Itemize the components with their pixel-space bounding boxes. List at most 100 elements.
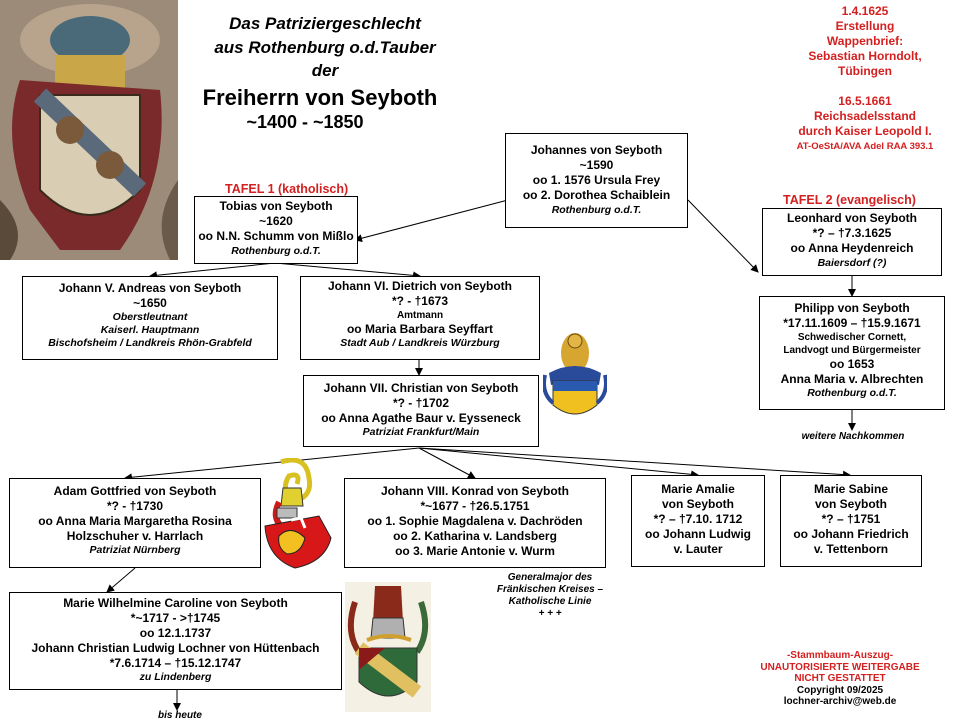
info-line-3: Wappenbrief: <box>826 34 904 48</box>
person-rank-2: Kaiserl. Hauptmann <box>100 324 200 336</box>
person-place: Stadt Aub / Landkreis Würzburg <box>340 337 500 349</box>
connector-johannes-leonhard <box>687 199 759 273</box>
person-spouse-date: *7.6.1714 – †15.12.1747 <box>109 656 242 670</box>
person-marriage-1: oo Johann Friedrich <box>793 527 909 541</box>
person-box-christian: Johann VII. Christian von Seyboth *? - †… <box>303 375 539 447</box>
note-weitere-nachkommen: weitere Nachkommen <box>801 431 905 442</box>
info-block: 1.4.1625 Erstellung Wappenbrief: Sebasti… <box>770 4 960 154</box>
title-line-1: Das Patriziergeschlecht <box>229 14 421 33</box>
title-line-2: aus Rothenburg o.d.Tauber <box>214 38 436 57</box>
person-date: *? – †1751 <box>821 512 881 526</box>
connector-tobias-dietrich <box>274 262 421 280</box>
person-box-leonhard: Leonhard von Seyboth *? – †7.3.1625 oo A… <box>762 208 942 276</box>
footer-line-3: NICHT GESTATTET <box>794 673 886 684</box>
footer-line-4: Copyright 09/2025 <box>796 684 884 696</box>
person-spouse: Anna Maria v. Albrechten <box>780 372 924 386</box>
info-line-7: Reichsadelsstand <box>813 109 917 123</box>
info-line-4: Sebastian Horndolt, <box>808 49 922 63</box>
person-rank-1: Oberstleutnant <box>112 311 188 323</box>
person-spouse: Johann Christian Ludwig Lochner von Hütt… <box>31 641 320 655</box>
info-line-6: 16.5.1661 <box>838 94 892 108</box>
connector-johannes-tobias <box>354 199 509 243</box>
person-name: Johann VI. Dietrich von Seyboth <box>327 279 513 293</box>
info-line-1: 1.4.1625 <box>841 4 889 18</box>
person-rank-2: Landvogt und Bürgermeister <box>783 345 921 356</box>
person-name: Johann VII. Christian von Seyboth <box>323 381 519 395</box>
person-date: *? – †7.3.1625 <box>812 226 892 240</box>
title-line-3: der <box>311 61 339 80</box>
note-line-4: + + + <box>538 608 562 619</box>
person-surname: von Seyboth <box>661 497 734 511</box>
person-marriage-date: oo 12.1.1737 <box>139 626 212 640</box>
info-line-2: Erstellung <box>835 19 895 33</box>
person-marriage: oo N.N. Schumm von Mißlo <box>198 229 354 243</box>
person-date: *? - †1673 <box>391 294 449 308</box>
person-marriage-2: oo 2. Dorothea Schaiblein <box>522 188 671 202</box>
person-name: Marie Amalie <box>661 482 735 496</box>
person-name: Marie Wilhelmine Caroline von Seyboth <box>63 596 288 610</box>
coat-of-arms-holzschuher-image <box>261 458 339 570</box>
person-name: Marie Sabine <box>813 482 889 496</box>
person-name: Johannes von Seyboth <box>530 143 663 157</box>
person-date: *? – †7.10. 1712 <box>653 512 743 526</box>
person-marriage: oo Maria Barbara Seyffart <box>346 322 494 336</box>
person-name: Adam Gottfried von Seyboth <box>53 484 217 498</box>
person-name: Leonhard von Seyboth <box>786 211 917 225</box>
person-date: *~1677 - †26.5.1751 <box>420 499 530 513</box>
note-bis-heute: bis heute <box>158 710 202 721</box>
connector-christian-adam <box>124 447 420 482</box>
person-marriage-1: oo Anna Maria Margaretha Rosina <box>38 514 232 528</box>
title-line-4: Freiherrn von Seyboth <box>202 85 438 110</box>
person-name: Philipp von Seyboth <box>794 301 910 315</box>
person-box-tobias: Tobias von Seyboth ~1620 oo N.N. Schumm … <box>194 196 358 264</box>
connector-tobias-andreas <box>149 262 276 280</box>
person-place: Bischofsheim / Landkreis Rhön-Grabfeld <box>48 337 252 349</box>
person-place: zu Lindenberg <box>139 671 212 683</box>
person-date: *? - †1702 <box>392 396 450 410</box>
tafel-2-label: TAFEL 2 (evangelisch) <box>783 193 916 207</box>
footer-copyright-block: -Stammbaum-Auszug- UNAUTORISIERTE WEITER… <box>740 650 940 708</box>
person-box-sabine: Marie Sabine von Seyboth *? – †1751 oo J… <box>780 475 922 567</box>
person-box-wilhelmine: Marie Wilhelmine Caroline von Seyboth *~… <box>9 592 342 690</box>
connector-christian-sabine <box>418 447 851 479</box>
person-surname: von Seyboth <box>814 497 887 511</box>
person-box-dietrich: Johann VI. Dietrich von Seyboth *? - †16… <box>300 276 540 360</box>
person-place: Patriziat Nürnberg <box>89 544 181 556</box>
connector-christian-konrad <box>418 447 476 479</box>
person-rank-1: Schwedischer Cornett, <box>797 332 907 343</box>
tafel-1-label: TAFEL 1 (katholisch) <box>225 182 349 196</box>
person-marriage-2: Holzschuher v. Harrlach <box>66 529 204 543</box>
note-line-3: Katholische Linie <box>508 596 592 607</box>
person-date: ~1620 <box>259 214 293 228</box>
person-marriage-2: v. Lauter <box>673 542 723 556</box>
person-place: Rothenburg o.d.T. <box>807 387 897 399</box>
person-marriage-1: oo 1. Sophie Magdalena v. Dachröden <box>367 514 583 528</box>
person-marriage-1: oo 1. 1576 Ursula Frey <box>532 173 661 187</box>
footer-line-5: lochner-archiv@web.de <box>783 696 897 707</box>
note-generalmajor: Generalmajor des Fränkischen Kreises – K… <box>470 572 630 620</box>
person-box-konrad: Johann VIII. Konrad von Seyboth *~1677 -… <box>344 478 606 568</box>
person-marriage: oo Anna Agathe Baur v. Eysseneck <box>321 411 521 425</box>
coat-of-arms-lochner-image <box>345 582 431 712</box>
person-marriage-2: oo 2. Katharina v. Landsberg <box>393 529 557 543</box>
person-marriage-2: v. Tettenborn <box>813 542 889 556</box>
person-name: Johann V. Andreas von Seyboth <box>58 281 242 295</box>
person-date: ~1650 <box>133 296 167 310</box>
connector-christian-amalie <box>418 447 699 479</box>
person-box-andreas: Johann V. Andreas von Seyboth ~1650 Ober… <box>22 276 278 360</box>
person-place: Rothenburg o.d.T. <box>551 204 642 216</box>
info-line-5: Tübingen <box>838 64 892 78</box>
stone-relief-coat-of-arms-image <box>0 0 178 260</box>
footer-line-1: -Stammbaum-Auszug- <box>786 650 894 661</box>
connector-adam-wilhelmine <box>106 567 136 593</box>
person-place: Patriziat Frankfurt/Main <box>362 426 480 438</box>
person-marriage-1: oo Johann Ludwig <box>645 527 751 541</box>
person-date: *? - †1730 <box>106 499 164 513</box>
person-marriage-year: oo 1653 <box>829 357 875 371</box>
person-box-adam: Adam Gottfried von Seyboth *? - †1730 oo… <box>9 478 261 568</box>
person-place: Baiersdorf (?) <box>817 257 887 269</box>
person-marriage-3: oo 3. Marie Antonie v. Wurm <box>395 544 555 558</box>
person-box-philipp: Philipp von Seyboth *17.11.1609 – †15.9.… <box>759 296 945 410</box>
person-date: ~1590 <box>579 158 614 172</box>
person-name: Johann VIII. Konrad von Seyboth <box>380 484 569 498</box>
